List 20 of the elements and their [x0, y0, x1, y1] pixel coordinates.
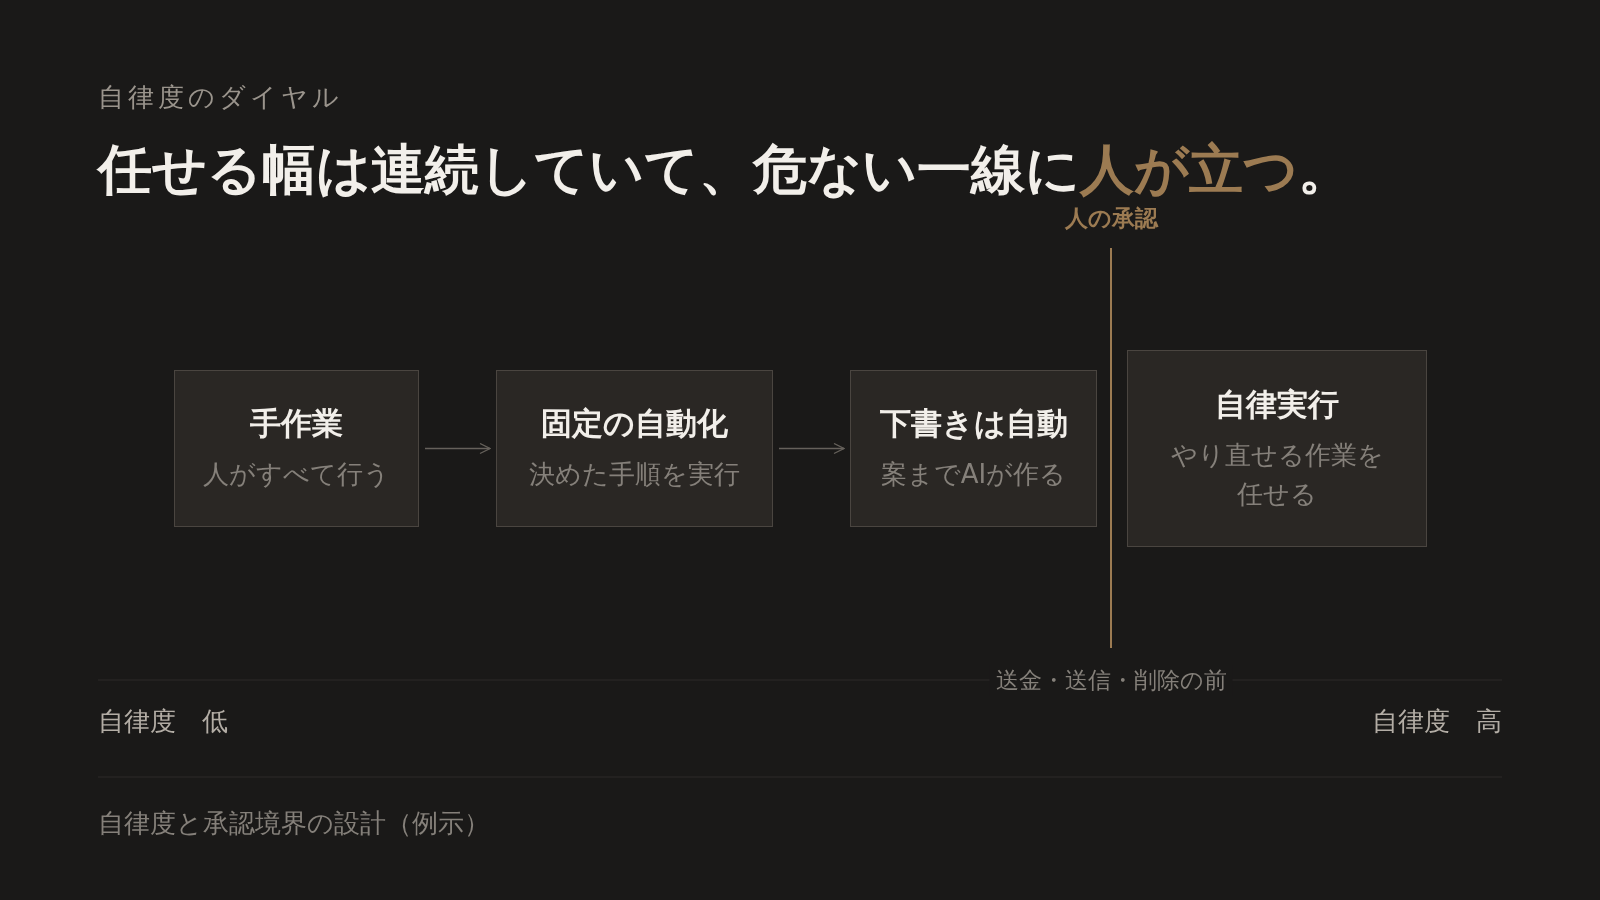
stage-card — [1127, 350, 1427, 547]
arrow — [778, 442, 845, 455]
stage-heading: 固定の自動化 — [541, 404, 728, 443]
stage-card — [174, 370, 419, 527]
arrow — [424, 442, 491, 455]
stage-heading: 下書きは自動 — [879, 404, 1068, 443]
slide-title: 任せる幅は連続していて、危ない一線に人が立つ。 — [98, 137, 1352, 203]
stage-card — [850, 370, 1097, 527]
stage-heading: 自律実行 — [1215, 384, 1339, 424]
annotation-label: 自律度 高 — [1372, 705, 1502, 738]
stage-description: 案までAIが作る — [880, 458, 1067, 491]
stage-heading: 手作業 — [250, 404, 343, 443]
stage-description: 人がすべて行う — [203, 458, 390, 491]
stage-description: 決めた手順を実行 — [529, 458, 740, 491]
annotation-label: 自律度 低 — [98, 705, 228, 738]
stage-description: やり直せる作業を任せる — [1169, 438, 1385, 511]
kicker-text: 自律度のダイヤル — [98, 81, 343, 114]
annotation-label: 人の承認 — [1064, 204, 1158, 233]
caption: 自律度と承認境界の設計（例示） — [98, 807, 490, 840]
stage-card — [496, 370, 773, 527]
